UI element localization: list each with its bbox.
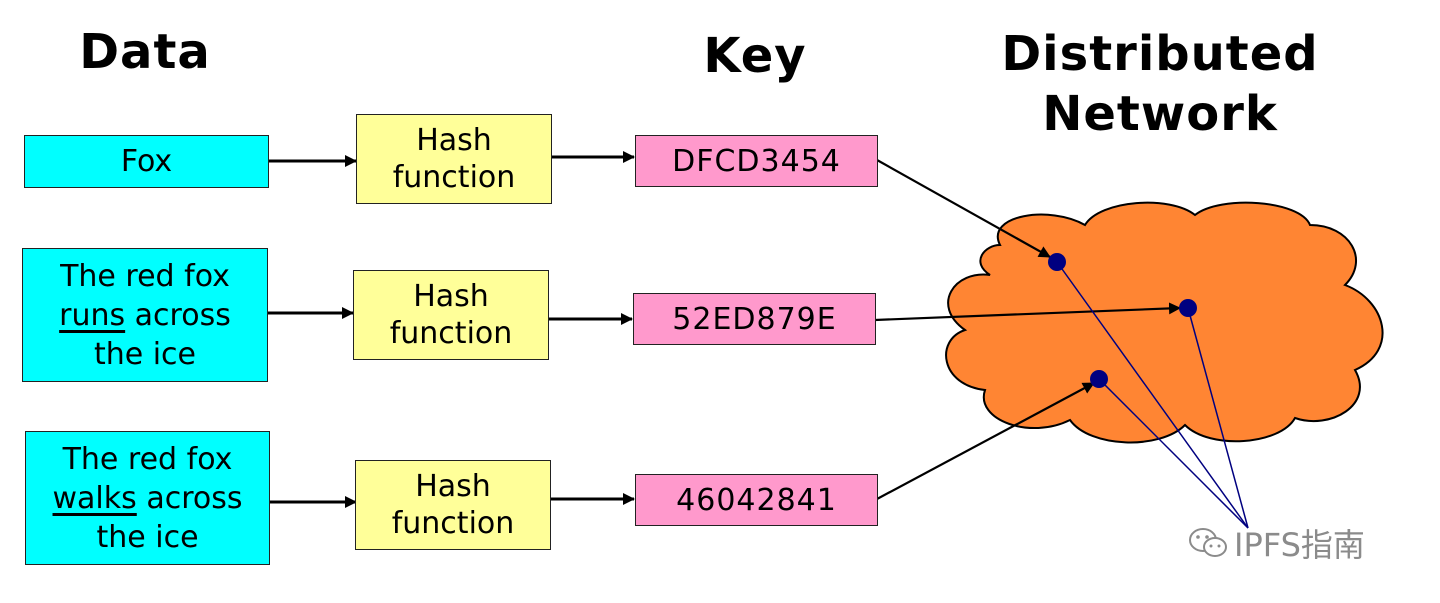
hash-label-line1: Hash bbox=[413, 279, 489, 314]
data-line2: runs across bbox=[59, 296, 231, 335]
hash-label-line2: function bbox=[391, 506, 515, 541]
network-node-3 bbox=[1090, 370, 1108, 388]
network-cloud bbox=[945, 201, 1384, 444]
data-heading: Data bbox=[79, 24, 211, 80]
network-heading: Distributed Network bbox=[995, 24, 1325, 144]
data-box-fox: Fox bbox=[24, 135, 269, 188]
watermark: IPFS指南 bbox=[1188, 520, 1365, 566]
arrow-key1-node1 bbox=[876, 159, 1051, 258]
hash-function-box-1: Hash function bbox=[356, 114, 552, 204]
network-node-2 bbox=[1179, 299, 1197, 317]
data-underlined-word: walks bbox=[52, 480, 137, 516]
key-heading: Key bbox=[703, 28, 807, 84]
data-line3: the ice bbox=[93, 336, 197, 372]
data-line2-rest: across bbox=[125, 297, 231, 333]
arrow-key3-node3 bbox=[876, 382, 1095, 500]
data-underlined-word: runs bbox=[59, 297, 126, 333]
data-line1: The red fox bbox=[60, 258, 230, 294]
wechat-icon bbox=[1188, 526, 1228, 560]
data-line3: the ice bbox=[96, 519, 199, 555]
hash-label-line2: function bbox=[389, 316, 513, 351]
arrow-key2-node2 bbox=[874, 302, 1181, 322]
link-node1 bbox=[1056, 261, 1249, 529]
watermark-text: IPFS指南 bbox=[1234, 526, 1365, 564]
key-text: DFCD3454 bbox=[672, 143, 841, 179]
link-node2 bbox=[1187, 307, 1249, 529]
data-box-runs: The red fox runs across the ice bbox=[22, 248, 268, 382]
hash-function-box-2: Hash function bbox=[353, 270, 549, 360]
key-text: 46042841 bbox=[676, 482, 837, 518]
link-node3 bbox=[1098, 378, 1249, 529]
hash-label-line1: Hash bbox=[416, 123, 492, 158]
data-box-walks: The red fox walks across the ice bbox=[25, 431, 270, 565]
hash-label-line2: function bbox=[392, 160, 516, 195]
data-line2: walks across bbox=[53, 479, 243, 518]
hash-label-line1: Hash bbox=[415, 469, 491, 504]
data-box-text: Fox bbox=[120, 144, 173, 179]
key-box-3: 46042841 bbox=[635, 474, 878, 526]
data-line2-rest: across bbox=[136, 480, 243, 516]
network-node-1 bbox=[1048, 253, 1066, 271]
network-heading-line2: Network bbox=[1042, 86, 1278, 142]
key-box-1: DFCD3454 bbox=[635, 135, 878, 187]
data-line1: The red fox bbox=[62, 441, 233, 477]
key-text: 52ED879E bbox=[672, 301, 837, 337]
network-heading-line1: Distributed bbox=[1001, 26, 1319, 82]
hash-function-box-3: Hash function bbox=[355, 460, 551, 550]
key-box-2: 52ED879E bbox=[633, 293, 876, 345]
